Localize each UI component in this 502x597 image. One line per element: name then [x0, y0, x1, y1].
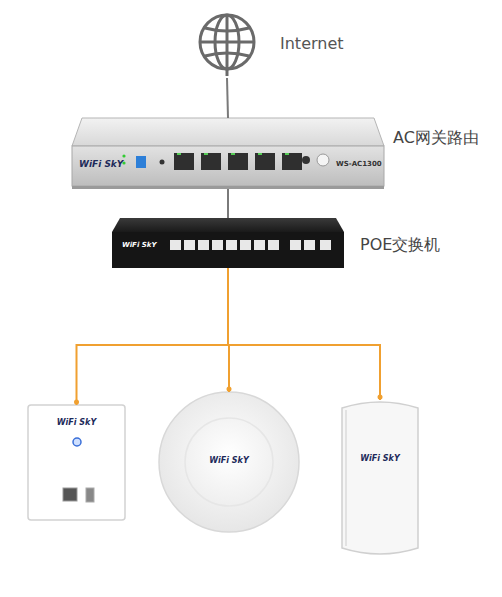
panel-usb-port	[86, 488, 94, 502]
port-led	[285, 153, 289, 155]
ap-node: WiFi SkY	[342, 400, 418, 555]
cable-end-dot	[227, 387, 232, 392]
globe-outline	[200, 15, 254, 69]
outdoor-ap	[342, 402, 418, 554]
globe-parallel	[205, 53, 249, 56]
internet-node: Internet	[196, 12, 258, 78]
node-label: Internet	[280, 34, 344, 53]
port-led	[231, 153, 235, 155]
brand-mark: WiFi SkY	[28, 418, 125, 428]
switch-port	[290, 240, 301, 250]
port-led	[177, 153, 181, 155]
ceiling-disk	[159, 392, 299, 532]
ceiling-ap	[159, 392, 299, 532]
router-front	[72, 146, 384, 186]
switch-port	[170, 240, 181, 250]
status-led	[122, 154, 125, 157]
router-base	[72, 186, 384, 189]
brand-mark: WiFi SkY	[159, 456, 299, 466]
switch-port	[240, 240, 251, 250]
globe-parallel	[205, 28, 249, 31]
globe-icon	[200, 15, 254, 76]
ethernet-port	[282, 153, 302, 170]
outdoor-edge	[345, 410, 347, 546]
panel-body	[28, 405, 125, 520]
globe-stem	[226, 69, 229, 76]
globe-parallel	[200, 41, 254, 44]
ethernet-port	[255, 153, 275, 170]
switch-front	[112, 232, 344, 268]
switch-port	[254, 240, 265, 250]
power-button	[317, 154, 329, 166]
cable-end-dot	[74, 400, 79, 405]
node-label: POE交换机	[360, 235, 440, 254]
network-cable	[227, 78, 228, 118]
node-label: AC网关路由	[393, 128, 479, 147]
ethernet-port	[228, 153, 248, 170]
panel-led	[73, 438, 81, 446]
switch-port	[184, 240, 195, 250]
ethernet-port	[174, 153, 194, 170]
panel-ethernet-port	[63, 488, 77, 501]
switch-top	[112, 218, 344, 232]
router-node: AC网关路由WiFi SkYWS-AC1300	[72, 118, 384, 189]
port-led	[204, 153, 208, 155]
switch-port	[212, 240, 223, 250]
ap-node: WiFi SkY	[159, 392, 299, 532]
outdoor-body	[342, 402, 418, 554]
switch-node: POE交换机WiFi SkY	[112, 218, 344, 268]
ethernet-ports	[174, 153, 302, 170]
model-number: WS-AC1300	[336, 160, 382, 168]
brand-mark: WiFi SkY	[342, 454, 418, 464]
cable-end-dot	[378, 395, 383, 400]
reset-hole	[160, 160, 165, 165]
brand-mark: WiFi SkY	[79, 159, 123, 170]
ap-node: WiFi SkY	[28, 405, 125, 520]
switch-port	[304, 240, 315, 250]
port-led	[258, 153, 262, 155]
brand-mark: WiFi SkY	[122, 241, 157, 249]
wall-panel-ap	[28, 405, 125, 520]
poe-cable	[228, 268, 380, 400]
switch-port	[226, 240, 237, 250]
poe-cable	[77, 268, 229, 405]
poe-switch-device	[112, 218, 344, 268]
router-device	[72, 118, 384, 189]
router-top	[72, 118, 384, 146]
switch-ports	[170, 240, 331, 250]
ethernet-port	[201, 153, 221, 170]
switch-port	[268, 240, 279, 250]
power-jack	[302, 156, 310, 164]
usb-port	[136, 156, 146, 168]
switch-port	[320, 240, 331, 250]
switch-port	[198, 240, 209, 250]
network-cable	[227, 189, 229, 218]
